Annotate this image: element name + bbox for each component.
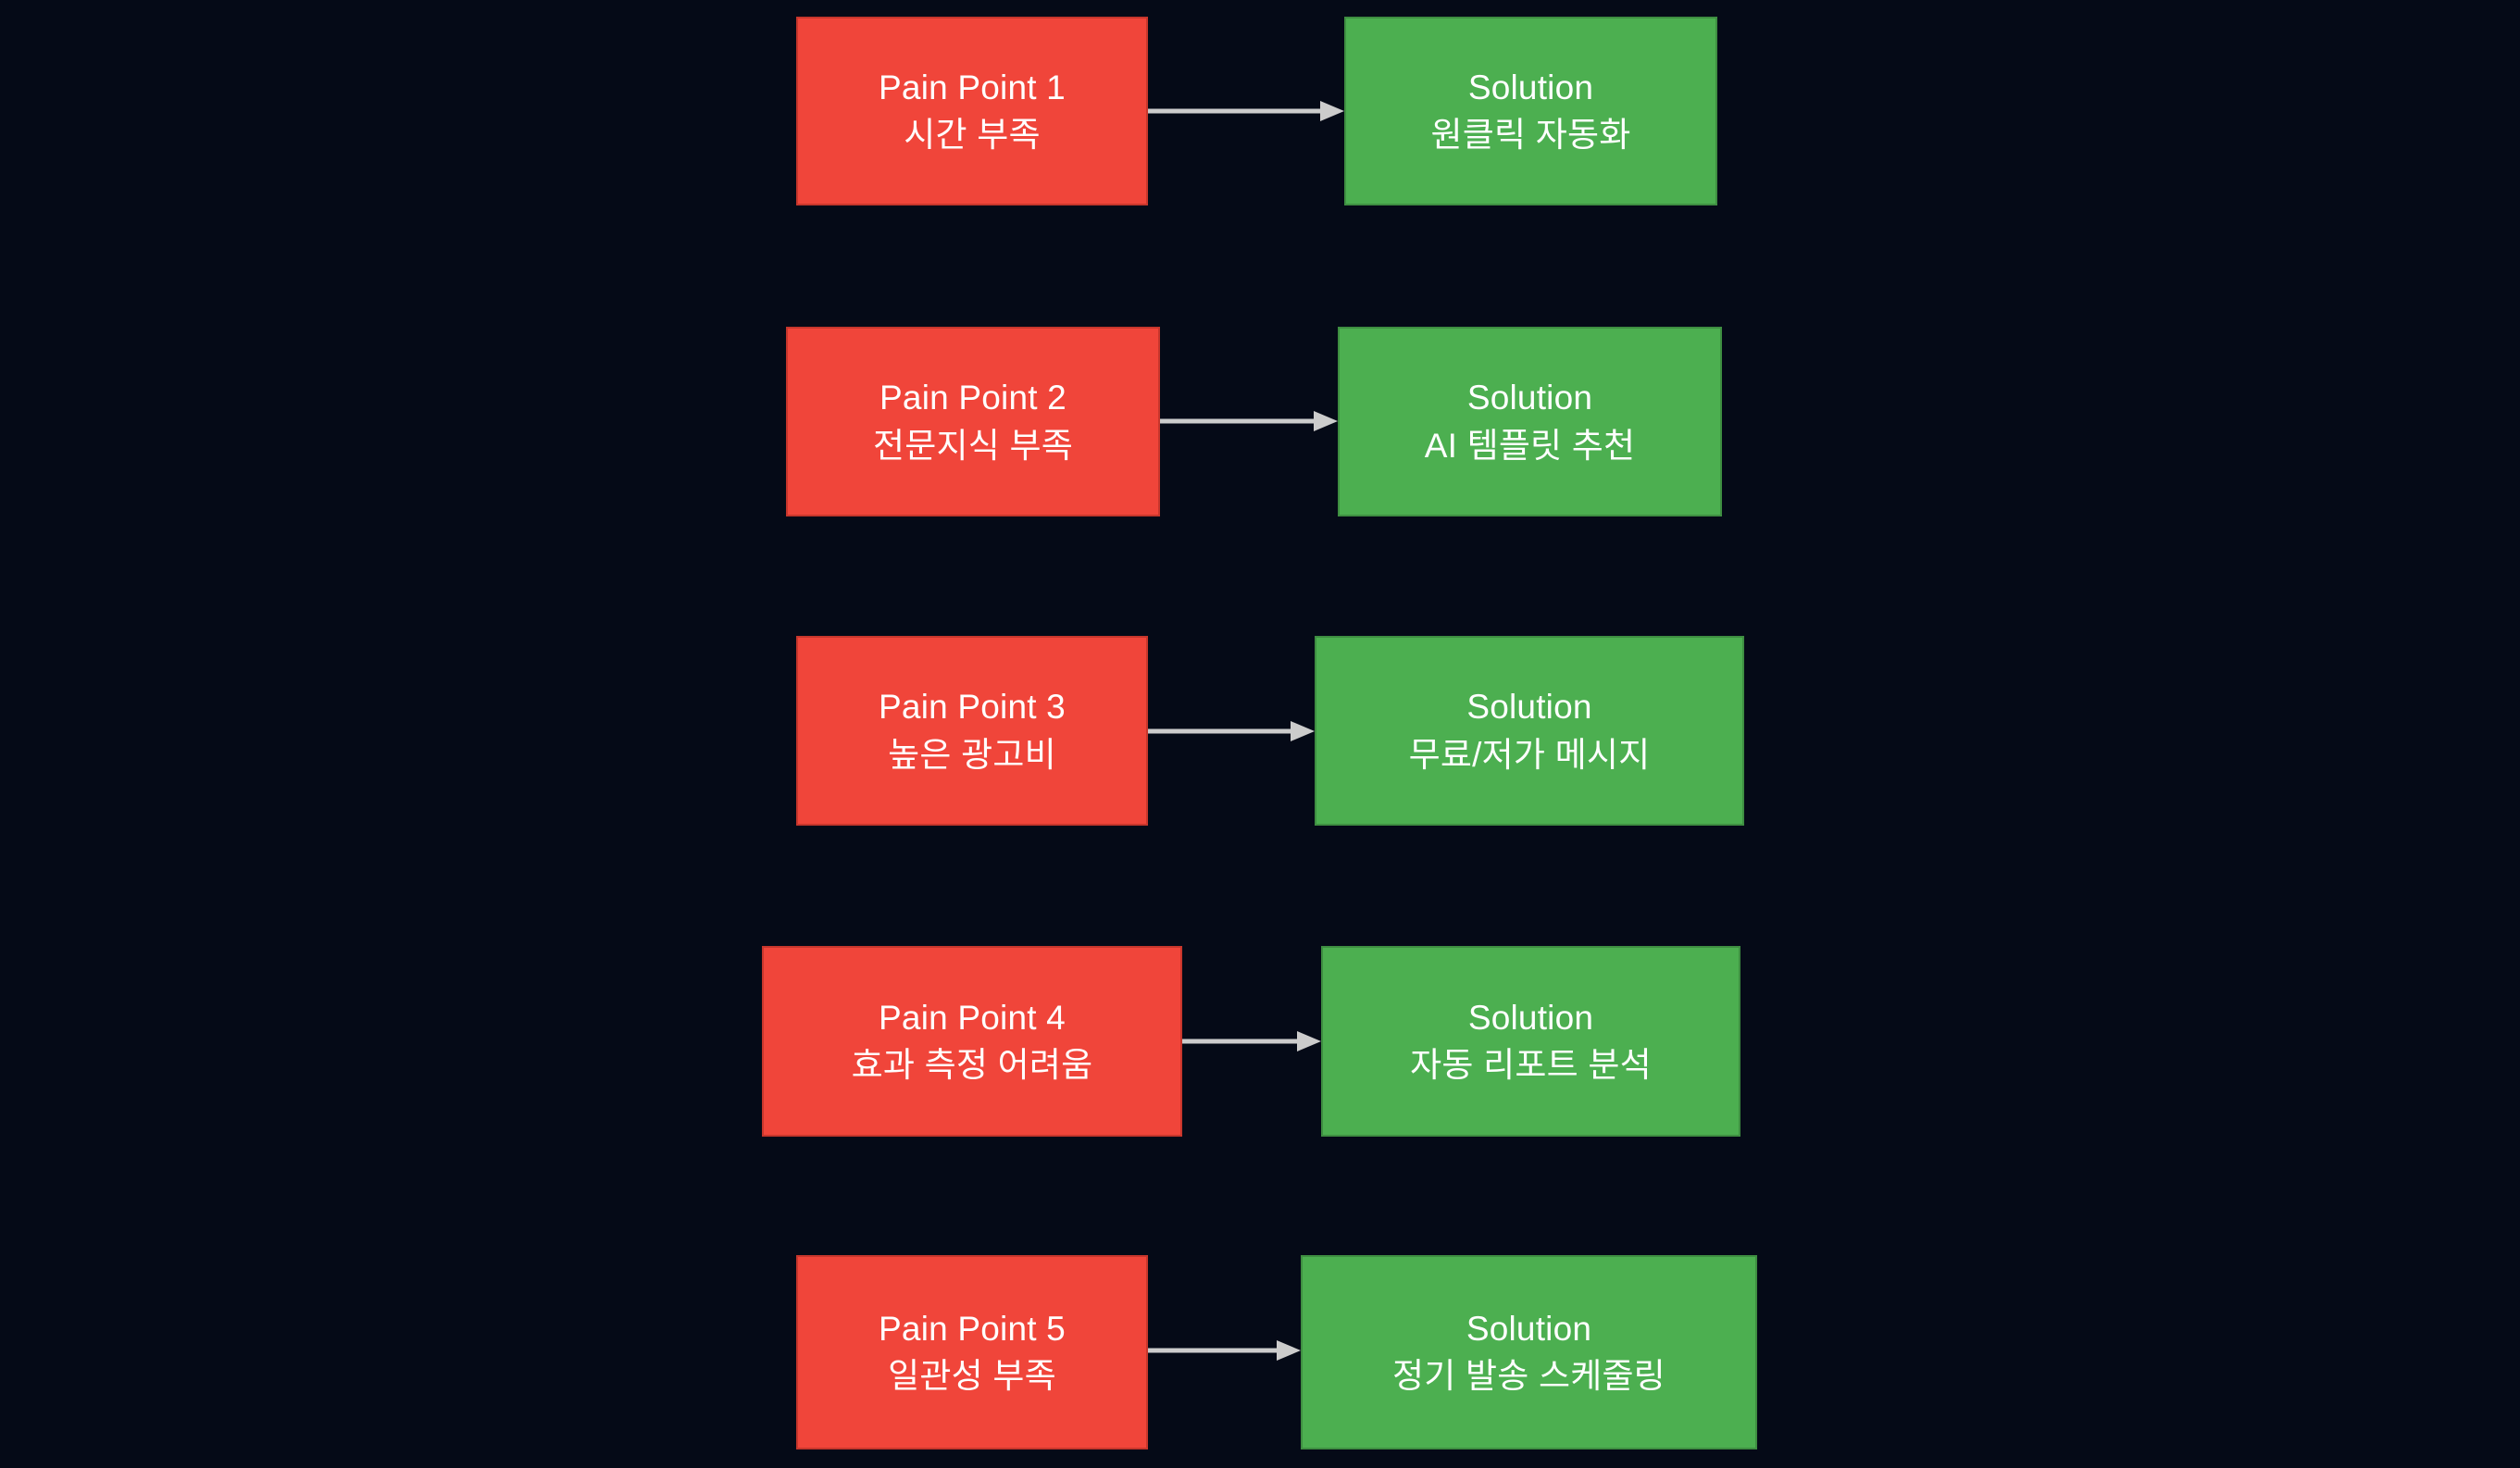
- pain-point-title-2: Pain Point 2: [880, 379, 1067, 417]
- pain-point-detail-3: 높은 광고비: [888, 735, 1056, 774]
- arrow-shaft: [1148, 728, 1292, 734]
- arrow-head-icon: [1320, 101, 1344, 121]
- arrow-head-icon: [1291, 721, 1315, 741]
- pain-point-detail-2: 전문지식 부족: [873, 426, 1073, 465]
- solution-title-2: Solution: [1466, 379, 1593, 417]
- arrow-shaft: [1182, 1039, 1299, 1044]
- arrow-connector-5: [1148, 1338, 1301, 1362]
- pain-point-detail-5: 일관성 부족: [888, 1357, 1056, 1395]
- solution-detail-2: AI 템플릿 추천: [1424, 426, 1636, 465]
- solution-node-3[interactable]: Solution 무료/저가 메시지: [1315, 636, 1744, 826]
- arrow-head-icon: [1277, 1340, 1301, 1361]
- arrow-connector-3: [1148, 719, 1315, 743]
- arrow-connector-4: [1182, 1029, 1321, 1053]
- pain-point-detail-4: 효과 측정 어려움: [851, 1046, 1093, 1084]
- pain-point-title-4: Pain Point 4: [879, 998, 1066, 1037]
- arrow-shaft: [1148, 108, 1322, 114]
- arrow-connector-1: [1148, 99, 1344, 123]
- pain-point-title-5: Pain Point 5: [879, 1309, 1066, 1348]
- solution-detail-4: 자동 리포트 분석: [1410, 1046, 1652, 1084]
- solution-title-5: Solution: [1466, 1309, 1592, 1348]
- solution-node-2[interactable]: Solution AI 템플릿 추천: [1338, 327, 1722, 516]
- arrow-head-icon: [1314, 411, 1338, 431]
- pain-point-node-3[interactable]: Pain Point 3 높은 광고비: [796, 636, 1148, 826]
- solution-detail-5: 정기 발송 스케줄링: [1392, 1357, 1665, 1395]
- pain-point-node-2[interactable]: Pain Point 2 전문지식 부족: [786, 327, 1160, 516]
- solution-node-5[interactable]: Solution 정기 발송 스케줄링: [1301, 1255, 1757, 1449]
- arrow-connector-2: [1160, 409, 1338, 433]
- solution-title-4: Solution: [1467, 998, 1594, 1037]
- pain-point-detail-1: 시간 부족: [904, 116, 1041, 154]
- solution-detail-3: 무료/저가 메시지: [1408, 735, 1651, 774]
- solution-title-1: Solution: [1467, 68, 1594, 106]
- solution-node-4[interactable]: Solution 자동 리포트 분석: [1321, 946, 1740, 1137]
- pain-point-node-5[interactable]: Pain Point 5 일관성 부족: [796, 1255, 1148, 1449]
- pain-point-node-4[interactable]: Pain Point 4 효과 측정 어려움: [762, 946, 1182, 1137]
- arrow-shaft: [1148, 1348, 1279, 1353]
- solution-node-1[interactable]: Solution 원클릭 자동화: [1344, 17, 1717, 205]
- arrow-shaft: [1160, 418, 1316, 424]
- pain-point-title-3: Pain Point 3: [879, 688, 1066, 727]
- pain-point-title-1: Pain Point 1: [879, 68, 1066, 106]
- arrow-head-icon: [1297, 1031, 1321, 1051]
- solution-title-3: Solution: [1466, 688, 1592, 727]
- pain-point-node-1[interactable]: Pain Point 1 시간 부족: [796, 17, 1148, 205]
- solution-detail-1: 원클릭 자동화: [1430, 116, 1631, 154]
